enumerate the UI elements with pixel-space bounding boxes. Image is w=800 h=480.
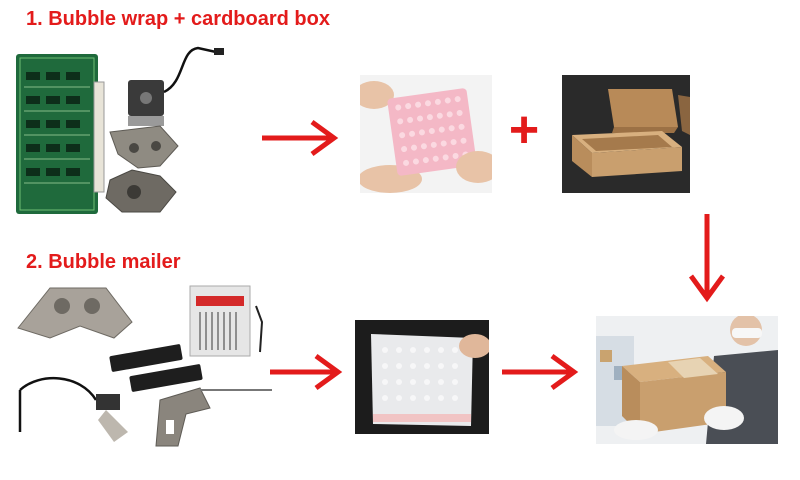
metal-plate [129,364,203,392]
cardboard-box-image [562,75,690,193]
right-arrow [260,118,340,158]
courier-package-image [596,316,778,444]
right-arrow [268,352,344,392]
bubble-mailer-image [355,320,489,434]
down-arrow [686,212,728,304]
right-arrow [500,352,580,392]
machine-parts-image [10,282,278,462]
bubble-wrap-image [360,75,492,193]
bubble-mailer [371,334,473,426]
metal-bracket [105,169,177,213]
plus-sign: + [508,101,540,159]
metal-bracket [109,125,179,169]
step-1-heading: 1. Bubble wrap + cardboard box [26,8,330,30]
circuit-board-parts-image [10,42,240,220]
metal-plate [109,344,183,372]
metal-bracket [17,287,133,339]
step-2-heading: 2. Bubble mailer [26,251,181,273]
